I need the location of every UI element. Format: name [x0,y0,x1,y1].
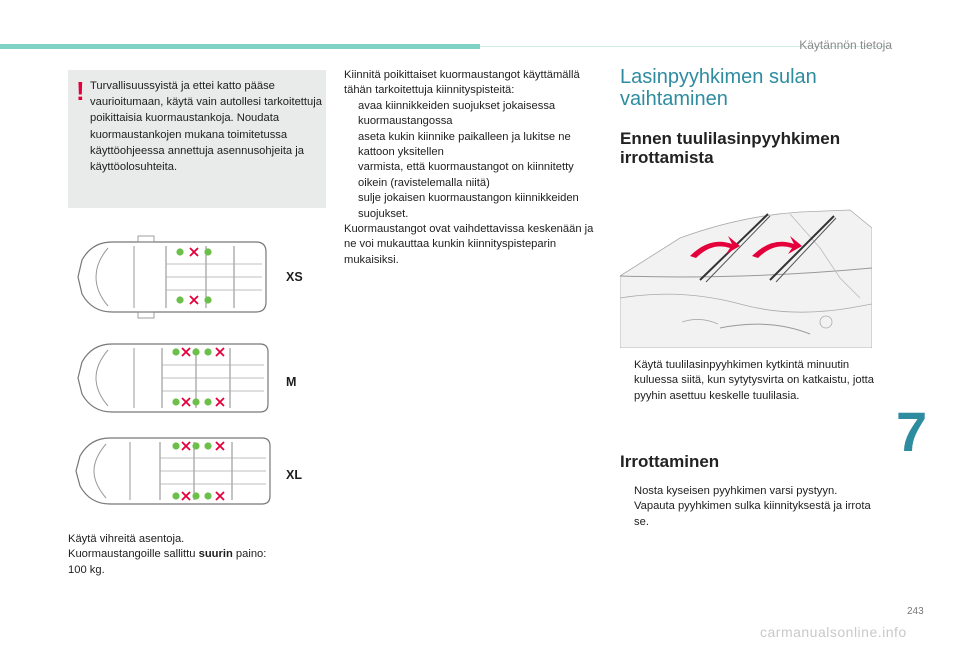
van-label-m: M [286,375,297,389]
windscreen-wiper-illustration [620,208,872,348]
section-title-before-removal: Ennen tuulilasinpyyhkimen irrottamista [620,129,841,167]
instruction-text: Nosta kyseisen pyyhkimen varsi pystyyn. [634,485,838,497]
instruction-bullet: Käytä tuulilasinpyyhkimen kytkintä minuu… [620,358,874,404]
note-line-1: Käytä vihreitä asentoja. [68,533,185,545]
max-load-note: Käytä vihreitä asentoja. Kuormaustangoil… [68,532,318,578]
section-title-removal: Irrottaminen [620,452,720,471]
bullet-marker-icon [620,484,634,499]
instruction-bullet: Nosta kyseisen pyyhkimen varsi pystyyn. [620,484,874,499]
removal-instructions: Nosta kyseisen pyyhkimen varsi pystyyn. … [620,484,874,530]
instruction-bullet: Vapauta pyyhkimen sulka kiinnityksestä j… [620,499,874,530]
note-line-3: 100 kg. [68,563,105,576]
instruction-text: avaa kiinnikkeiden suojukset jokaisessa … [358,99,556,128]
instruction-bullet: varmista, että kuormaustangot on kiinnit… [344,160,600,191]
note-line-2-bold: suurin [198,548,233,561]
section-header: Käytännön tietoja [799,38,892,52]
bullet-marker-icon [344,160,358,191]
instructions-intro: Kiinnitä poikittaiset kuormaustangot käy… [344,69,580,97]
instruction-bullet: avaa kiinnikkeiden suojukset jokaisessa … [344,99,600,130]
top-rule [480,46,890,47]
page-title: Lasinpyyhkimen sulan vaihtaminen [620,66,817,110]
note-line-2: Kuormaustangoille sallittu suurin paino: [68,547,318,562]
page-number: 243 [907,606,924,617]
instruction-text: aseta kukin kiinnike paikalleen ja lukit… [358,130,571,159]
van-roof-diagram-xl [75,437,271,505]
van-label-xl: XL [286,468,302,482]
warning-icon: ! [76,76,85,106]
instruction-text: sulje jokaisen kuormaustangon kiinnikkei… [358,192,579,220]
van-roof-diagram-m [77,343,269,413]
bullet-marker-icon [344,130,358,161]
bullet-marker-icon [344,99,358,130]
instruction-text: Vapauta pyyhkimen sulka kiinnityksestä j… [634,500,871,528]
chapter-number: 7 [896,400,928,463]
bullet-marker-icon [344,191,358,222]
bullet-marker-icon [620,499,634,530]
footer-watermark: carmanualsonline.info [760,624,907,640]
instruction-bullet: aseta kukin kiinnike paikalleen ja lukit… [344,130,600,161]
van-roof-diagram-xs [77,235,267,319]
note-line-2-pre: Kuormaustangoille sallittu [68,548,199,561]
wiper-position-instruction: Käytä tuulilasinpyyhkimen kytkintä minuu… [620,358,874,404]
note-line-2-post: paino: [232,548,267,561]
warning-text: Turvallisuussyistä ja ettei katto pääse … [90,80,322,174]
instruction-text: varmista, että kuormaustangot on kiinnit… [358,161,574,189]
warning-box [68,70,326,208]
bullet-marker-icon [620,358,634,404]
instruction-text: Käytä tuulilasinpyyhkimen kytkintä minuu… [634,359,875,402]
van-label-xs: XS [286,270,303,284]
top-accent-bar [0,44,480,49]
roof-bar-instructions: Kiinnitä poikittaiset kuormaustangot käy… [344,68,600,268]
instruction-bullet: sulje jokaisen kuormaustangon kiinnikkei… [344,191,600,222]
instructions-outro: Kuormaustangot ovat vaihdettavissa keske… [344,223,594,266]
